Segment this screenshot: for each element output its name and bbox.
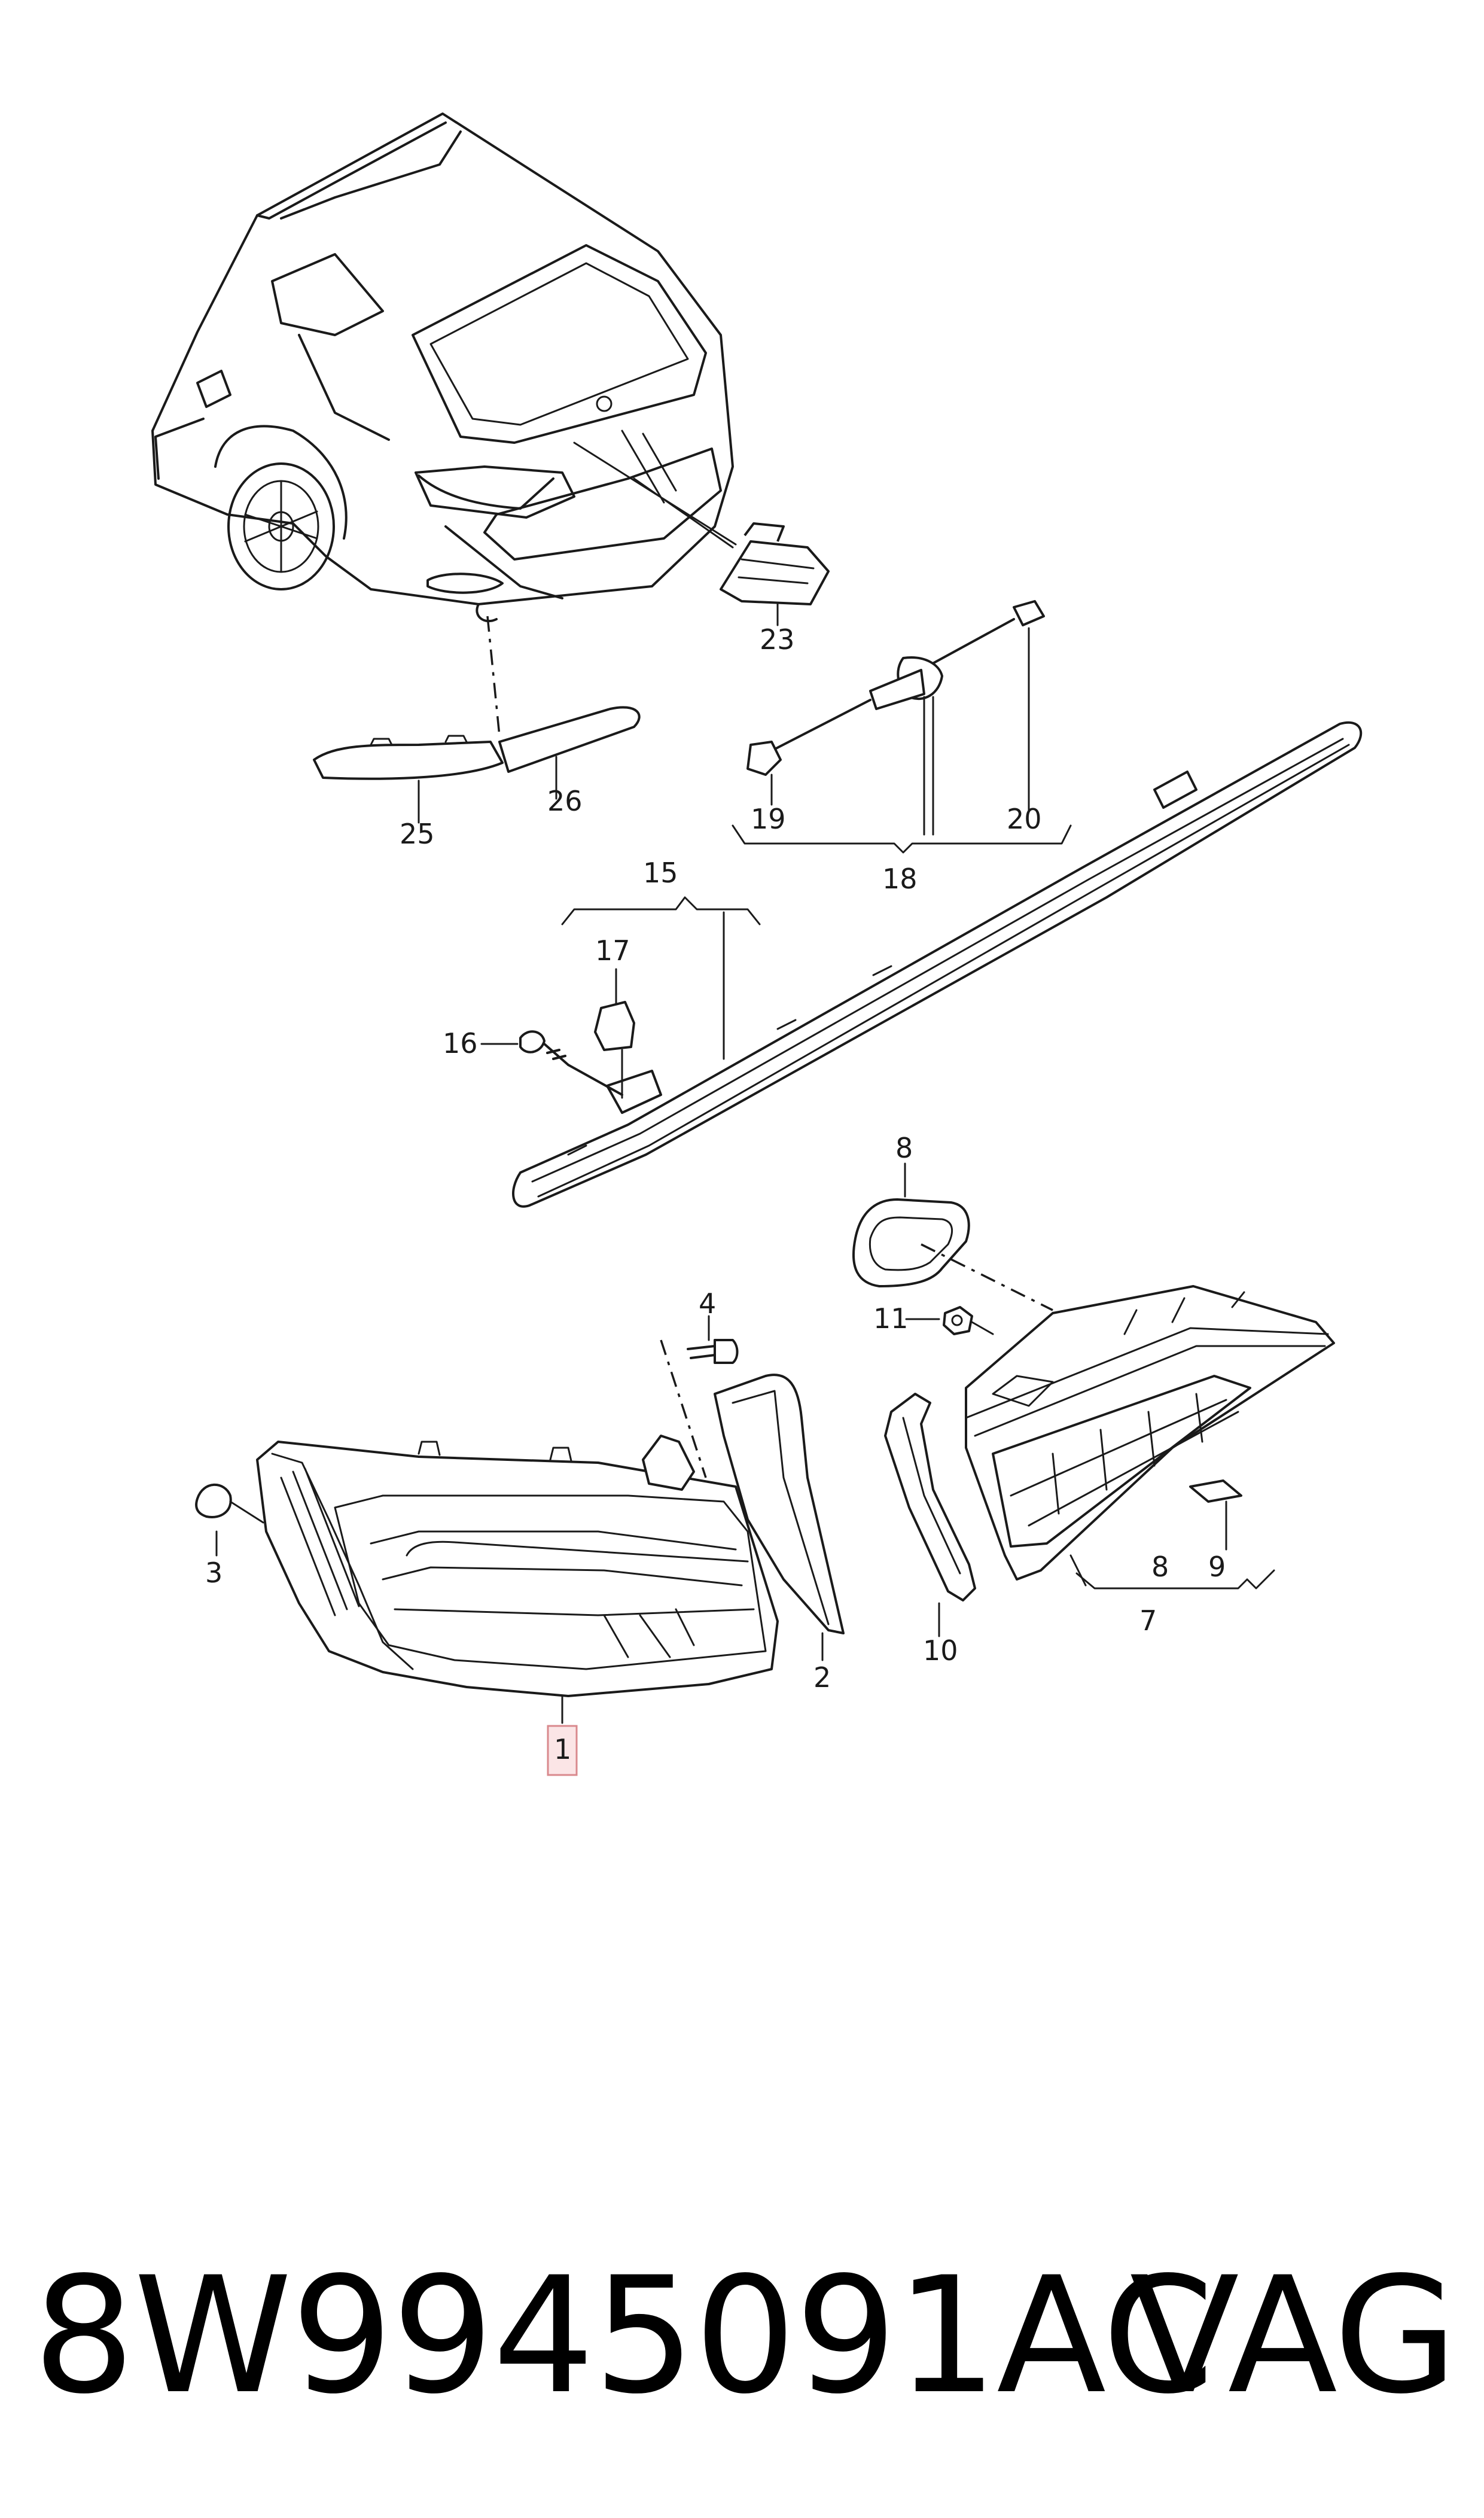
callout-26: 26 <box>547 785 583 817</box>
callout-18: 18 <box>882 863 918 895</box>
callout-17: 17 <box>595 934 630 967</box>
callout-8-top: 8 <box>895 1132 913 1164</box>
part-outer-light-seal <box>714 1374 845 1661</box>
callout-10: 10 <box>923 1634 958 1667</box>
part-seal-strip <box>884 1393 976 1637</box>
part-screw <box>660 1315 739 1478</box>
callout-16: 16 <box>443 1027 478 1059</box>
vehicle-rear-illustration <box>151 112 734 623</box>
callout-15: 15 <box>643 857 678 889</box>
callout-9: 9 <box>1208 1551 1226 1583</box>
part-number: 8W9945091AC <box>33 2243 1214 2429</box>
part-inner-tail-light <box>965 1285 1335 1590</box>
part-screw-and-clip <box>480 968 635 1099</box>
part-reflectors <box>313 616 641 824</box>
callout-3: 3 <box>205 1557 223 1589</box>
part-grommet <box>195 1483 264 1557</box>
callout-11: 11 <box>873 1302 909 1335</box>
callout-25: 25 <box>400 818 435 850</box>
brand-name: VAG <box>1129 2243 1458 2429</box>
callout-20: 20 <box>1007 803 1042 835</box>
highlight-box <box>547 1725 578 1776</box>
callout-19: 19 <box>751 803 786 835</box>
part-licence-plate-light <box>573 442 830 626</box>
part-bracket-and-nut <box>905 1306 1227 1587</box>
callout-7: 7 <box>1139 1604 1157 1637</box>
callout-8-bottom: 8 <box>1151 1551 1169 1583</box>
callout-4: 4 <box>699 1287 716 1320</box>
part-outer-tail-light <box>256 1435 779 1776</box>
callout-1: 1 <box>554 1733 571 1765</box>
part-wiring-harness <box>732 600 1072 854</box>
part-gasket <box>852 1162 1053 1311</box>
callout-labels: 23 25 26 19 20 18 15 17 16 8 4 11 3 8 9 … <box>205 623 1226 1765</box>
callout-2: 2 <box>813 1661 831 1694</box>
footer: 8W9945091AC VAG <box>33 2237 1458 2435</box>
callout-23: 23 <box>760 623 795 656</box>
part-tailgate-trim-strip <box>512 721 1363 1208</box>
